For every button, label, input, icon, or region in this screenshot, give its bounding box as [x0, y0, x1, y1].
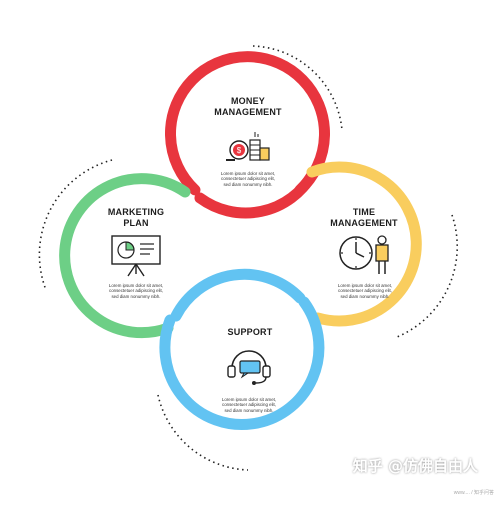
marketing-title-line2: PLAN: [123, 218, 149, 228]
presentation-board-icon: [111, 235, 161, 277]
money-desc-line: sed diam nonummy nibh.: [223, 181, 273, 187]
time-desc-line: consectetuer adipiscing elit,: [338, 288, 392, 294]
money-title-line2: MANAGEMENT: [214, 107, 282, 117]
ring-red: [165, 51, 330, 196]
marketing-desc-line: consectetuer adipiscing elit,: [109, 288, 163, 294]
support-desc-line: sed diam nonummy nibh.: [224, 407, 274, 413]
headset-chat-icon: [227, 350, 271, 385]
ring-green: [59, 173, 191, 339]
support-desc-line: consectetuer adipiscing elit,: [222, 402, 276, 408]
dotted-arc-bottom: [157, 394, 249, 471]
support-title-line1: SUPPORT: [227, 327, 273, 337]
time-desc-line: Lorem ipsum dolor sit amet,: [337, 283, 393, 288]
ring-blue-top: [170, 268, 306, 322]
support-description: Lorem ipsum dolor sit amet, consectetuer…: [189, 397, 309, 413]
svg-text:$: $: [237, 146, 242, 155]
clock-person-icon: [339, 235, 389, 274]
money-title: MONEY MANAGEMENT: [178, 96, 318, 118]
ring-red-lower: [194, 169, 318, 219]
money-title-line1: MONEY: [230, 96, 265, 106]
money-desc-line: consectetuer adipiscing elit,: [221, 176, 275, 182]
time-title-line1: TIME: [352, 207, 376, 217]
coins-money-icon: $: [226, 132, 270, 161]
support-title: SUPPORT: [180, 327, 320, 338]
dotted-arc-top: [252, 45, 343, 131]
watermark-text: 知乎 @仿佛自由人: [352, 457, 478, 475]
time-description: Lorem ipsum dolor sit amet, consectetuer…: [305, 283, 425, 299]
marketing-desc-line: sed diam nonummy nibh.: [111, 293, 161, 299]
watermark-small-text: www.... / 知乎问答: [453, 490, 494, 496]
ring-blue: [159, 296, 325, 430]
marketing-title-line1: MARKETING: [107, 207, 165, 217]
support-desc-line: Lorem ipsum dolor sit amet,: [221, 397, 277, 402]
marketing-description: Lorem ipsum dolor sit amet, consectetuer…: [76, 283, 196, 299]
time-title: TIME MANAGEMENT: [294, 207, 434, 229]
time-title-line2: MANAGEMENT: [330, 218, 398, 228]
ring-yellow: [306, 161, 422, 327]
money-description: Lorem ipsum dolor sit amet, consectetuer…: [188, 171, 308, 187]
marketing-title: MARKETING PLAN: [66, 207, 206, 229]
money-desc-line: Lorem ipsum dolor sit amet,: [220, 171, 276, 176]
marketing-desc-line: Lorem ipsum dolor sit amet,: [108, 283, 164, 288]
time-desc-line: sed diam nonummy nibh.: [340, 293, 390, 299]
